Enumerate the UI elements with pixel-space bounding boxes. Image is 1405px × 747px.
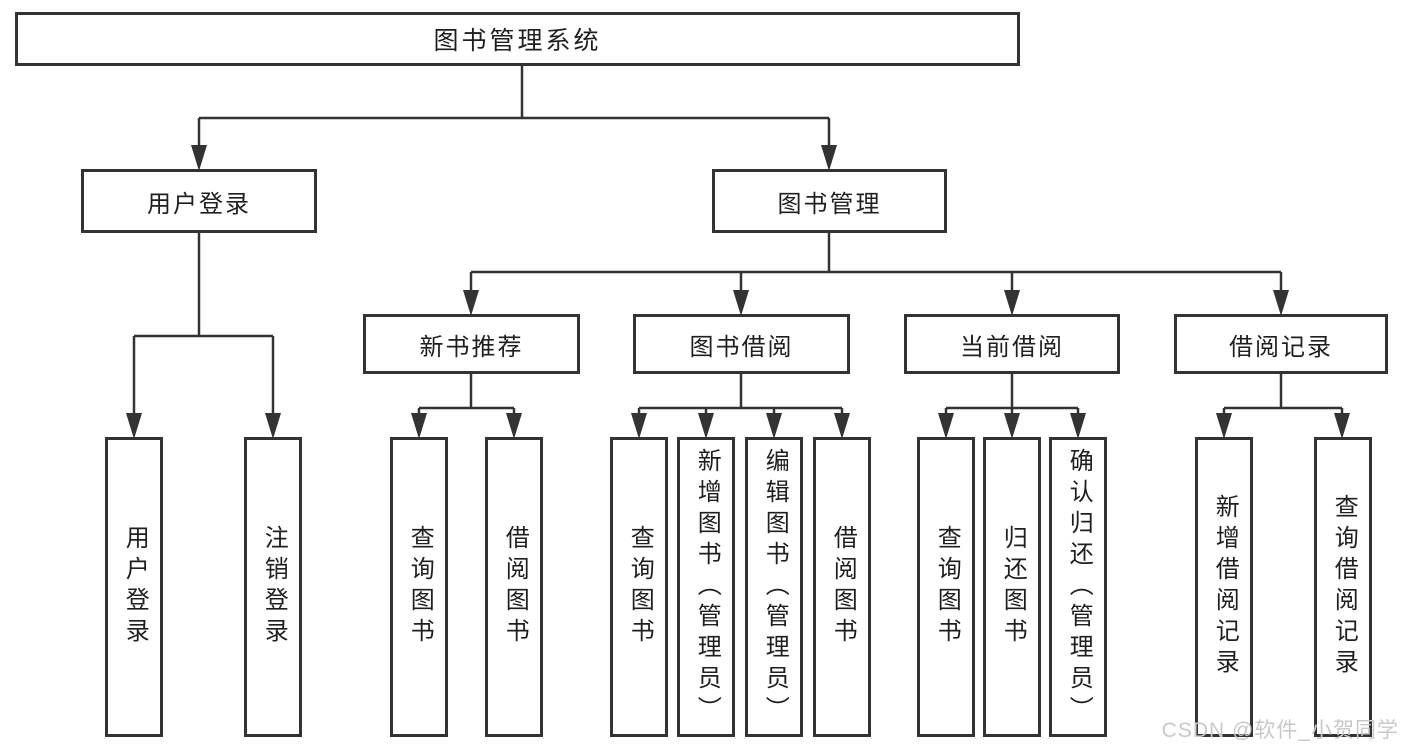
node-book-borrowing: 图书借阅 [633, 314, 850, 374]
leaf-add-borrow-record: 新增借阅记录 [1195, 437, 1253, 737]
node-book-management: 图书管理 [712, 169, 947, 233]
leaf-edit-book-admin: 编辑图书（管理员） [745, 437, 803, 737]
node-borrowing-records: 借阅记录 [1174, 314, 1388, 374]
leaf-query-books-current: 查询图书 [917, 437, 975, 737]
csdn-watermark: CSDN @软件_小贺同学 [1161, 719, 1399, 742]
leaf-borrow-books-recommend: 借阅图书 [485, 437, 543, 737]
node-new-book-recommendation: 新书推荐 [363, 314, 580, 374]
leaf-query-books-borrowing: 查询图书 [610, 437, 668, 737]
leaf-add-book-admin: 新增图书（管理员） [677, 437, 735, 737]
leaf-borrow-books-borrowing: 借阅图书 [813, 437, 871, 737]
node-user-login: 用户登录 [81, 169, 317, 233]
node-library-management-system: 图书管理系统 [15, 12, 1020, 66]
leaf-return-book: 归还图书 [983, 437, 1041, 737]
leaf-query-books-recommend: 查询图书 [390, 437, 448, 737]
node-current-borrowing: 当前借阅 [904, 314, 1120, 374]
leaf-user-login: 用户登录 [105, 437, 163, 737]
leaf-logout: 注销登录 [244, 437, 302, 737]
leaf-confirm-return-admin: 确认归还（管理员） [1049, 437, 1107, 737]
leaf-query-borrow-record: 查询借阅记录 [1314, 437, 1372, 737]
